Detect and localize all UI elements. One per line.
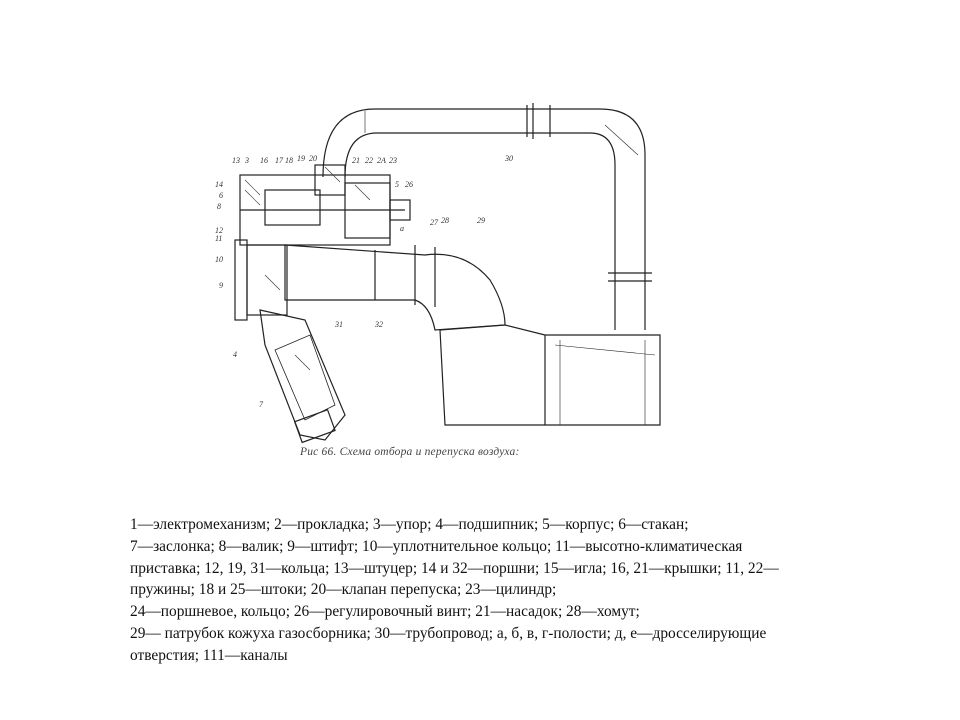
label-26: 26 <box>405 180 413 189</box>
label-11: 11 <box>215 234 222 243</box>
legend: 1—электромеханизм; 2—прокладка; 3—упор; … <box>130 514 780 667</box>
label-28: 28 <box>441 216 449 225</box>
label-3: 3 <box>244 156 249 165</box>
label-14: 14 <box>215 180 223 189</box>
figure-caption: Рис 66. Схема отбора и перепуска воздуха… <box>300 446 520 458</box>
duct-27 <box>284 244 506 331</box>
label-4: 4 <box>233 350 237 359</box>
label-2A: 2A <box>377 156 386 165</box>
legend-line-3: 24—поршневое, кольцо; 26—регулировочный … <box>130 603 640 621</box>
label-18: 18 <box>285 156 293 165</box>
air-bleed-bypass-diagram: 13 3 16 17 18 19 20 21 22 2A 23 5 26 14 … <box>215 103 661 444</box>
label-7: 7 <box>259 400 264 409</box>
label-16: 16 <box>260 156 268 165</box>
label-17: 17 <box>275 156 284 165</box>
electromechanism-1 <box>259 309 346 441</box>
label-31: 31 <box>334 320 343 329</box>
label-21: 21 <box>352 156 360 165</box>
legend-line-4: 29— патрубок кожуха газосборника; 30—тру… <box>130 624 767 664</box>
label-13: 13 <box>232 156 240 165</box>
gas-collector-29 <box>439 324 546 426</box>
label-9: 9 <box>219 281 223 290</box>
label-a: а <box>400 224 404 233</box>
pipeline-30 <box>322 108 646 330</box>
label-32: 32 <box>374 320 383 329</box>
label-23: 23 <box>389 156 397 165</box>
label-27: 27 <box>430 218 439 227</box>
label-10: 10 <box>215 255 223 264</box>
label-20: 20 <box>309 154 317 163</box>
legend-line-1: 1—электромеханизм; 2—прокладка; 3—упор; … <box>130 516 689 533</box>
label-8: 8 <box>217 202 221 211</box>
label-22: 22 <box>365 156 373 165</box>
label-30: 30 <box>504 154 513 163</box>
label-12: 12 <box>215 226 223 235</box>
legend-line-2: 7—заслонка; 8—валик; 9—штифт; 10—уплотни… <box>130 537 779 599</box>
label-19: 19 <box>297 154 305 163</box>
label-6: 6 <box>219 191 223 200</box>
label-5: 5 <box>395 180 399 189</box>
label-29: 29 <box>477 216 485 225</box>
